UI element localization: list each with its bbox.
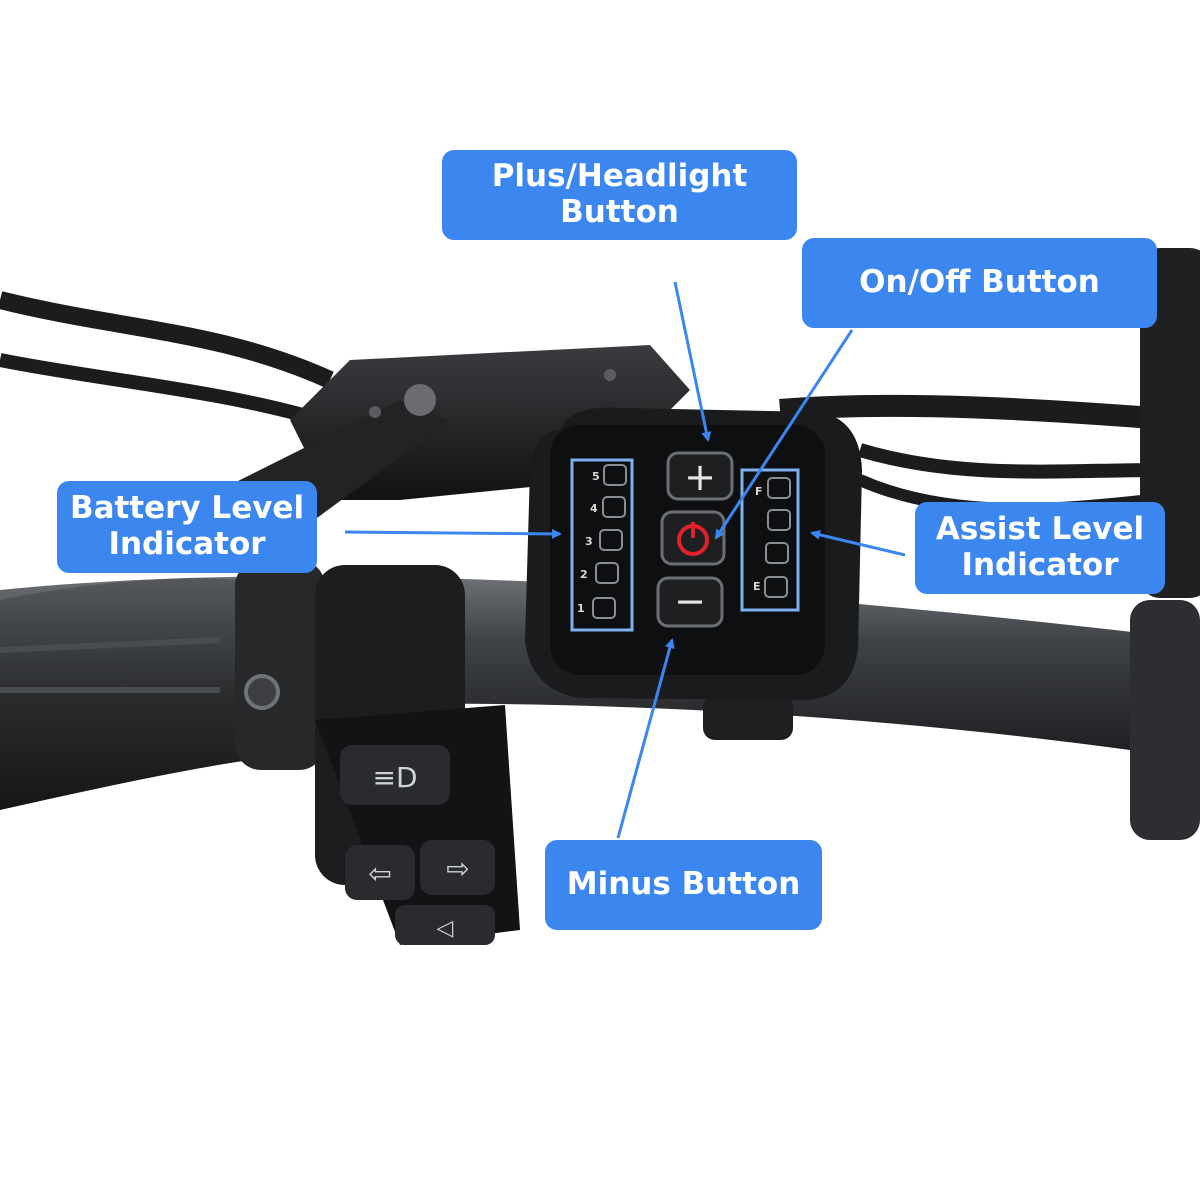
brake-clamp [235,560,325,770]
battery-led [603,464,627,486]
arrow-battery [344,528,562,539]
assist-indicator-frame [740,468,800,612]
onoff-callout: On/Off Button [802,238,1157,328]
battery-led [592,597,616,619]
plus-headlight-callout: Plus/Headlight Button [442,150,797,240]
switch-tab [703,695,793,740]
brake-cable [0,291,334,389]
arrow-plus [673,281,712,442]
left-grip [0,578,250,810]
battery-level-label: 4 [590,502,598,515]
battery-level-callout: Battery Level Indicator [57,481,317,573]
callout-line: Battery Level [69,490,305,527]
headlight-switch [340,745,450,805]
battery-led [602,496,626,518]
right-arrow-icon: ⇨ [446,852,469,885]
battery-level-label: 5 [592,470,600,483]
callout-line: Button [560,194,679,230]
grip-ridge [0,637,221,653]
battery-level-label: 2 [580,568,588,581]
plus-button[interactable]: + [666,451,734,501]
callout-line: Indicator [108,526,266,562]
arrow-onoff [714,329,854,540]
left-arrow-icon: ⇦ [368,857,391,890]
controller-cable [857,443,1161,479]
battery-led [595,562,619,584]
lever-screw [369,406,381,418]
arrow-minus [616,638,675,839]
callout-line: On/Off Button [859,264,1100,301]
power-button[interactable] [660,510,726,566]
horn-icon: ◁ [437,916,454,941]
assist-led [767,477,791,499]
assist-full-label: F [755,485,763,498]
assist-level-callout: Assist Level Indicator [915,502,1165,594]
horn-switch [395,905,495,945]
display-mount [1130,600,1200,840]
right-turn-switch [420,840,495,895]
clamp-bolt [244,674,280,710]
callout-line: Minus Button [566,866,801,903]
callout-line: Assist Level [935,511,1145,548]
lever-screw [404,384,436,416]
battery-level-label: 1 [577,602,585,615]
headlight-icon: ≡D [372,761,417,794]
minus-icon: − [674,579,706,623]
assist-leds [764,477,791,598]
assist-led [765,542,789,564]
left-turn-switch [345,845,415,900]
controller-cable [779,394,1181,431]
assist-led [767,509,791,531]
battery-level-label: 3 [585,535,593,548]
battery-leds [592,464,627,619]
brake-cable [0,353,323,427]
assist-empty-label: E [753,580,761,593]
battery-indicator-frame [570,458,634,632]
callout-line: Plus/Headlight [491,158,748,195]
plus-icon: + [684,455,716,499]
battery-led [599,529,623,551]
minus-callout: Minus Button [545,840,822,930]
minus-button[interactable]: − [656,576,724,628]
arrow-assist [810,529,906,557]
lever-screw [604,369,616,381]
callout-line: Indicator [961,547,1119,583]
assist-led [764,576,788,598]
